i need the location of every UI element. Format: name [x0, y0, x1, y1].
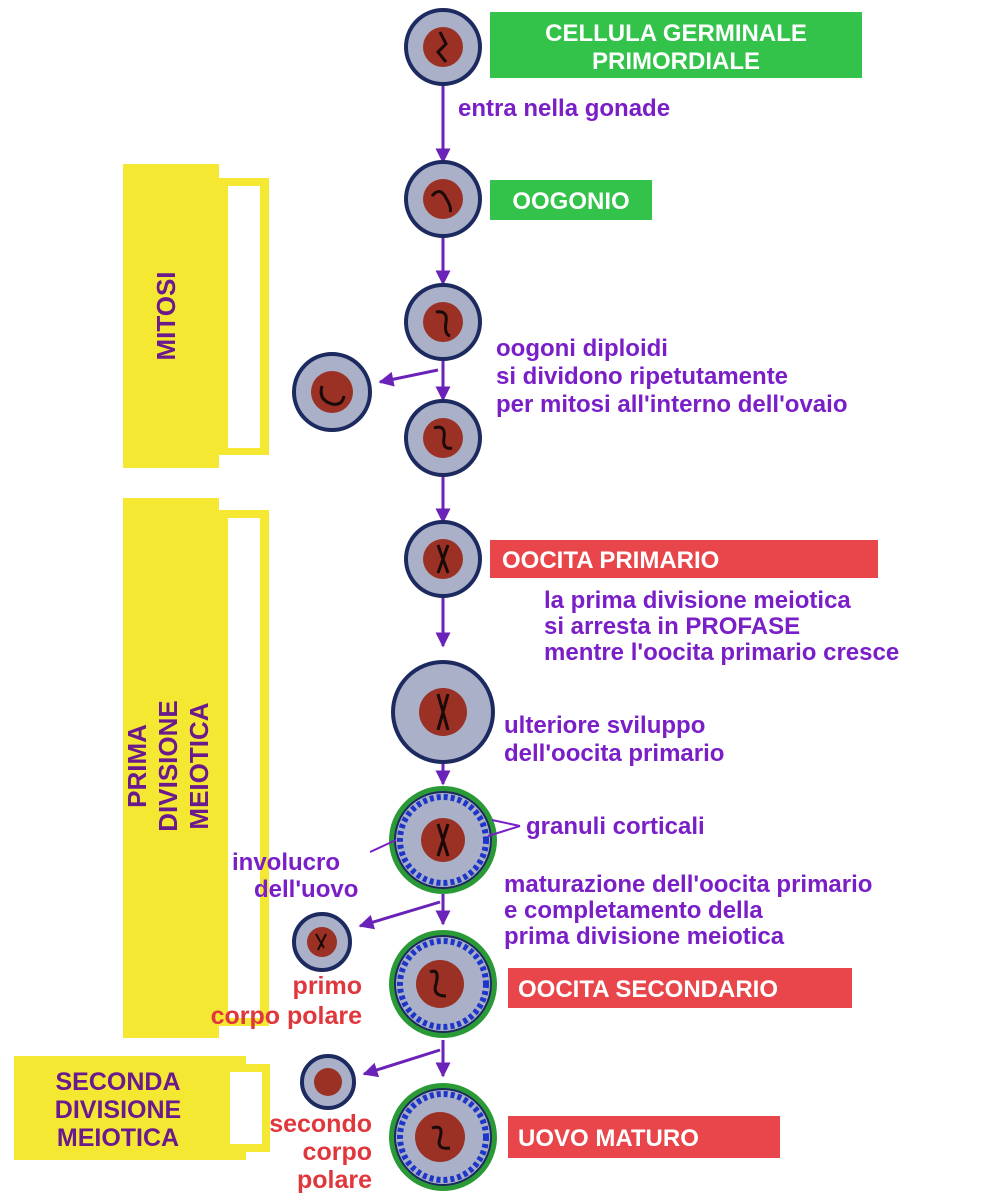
phase-mitosi: MITOSI	[123, 164, 269, 468]
annotation-maturazione-line2: e completamento della	[504, 897, 763, 924]
primo-corpo-line2: corpo polare	[211, 1002, 363, 1030]
annotations: entra nella gonade oogoni diploidi si di…	[232, 95, 899, 950]
annotation-oogoni-line1: oogoni diploidi	[496, 335, 668, 362]
cell-dividing-left	[294, 354, 370, 430]
annotation-sviluppo-line2: dell'oocita primario	[504, 740, 724, 767]
cell-oocita-primario-mature	[389, 786, 497, 894]
pointer-granuli-2	[492, 820, 520, 826]
cell-primo-corpo-polare	[294, 914, 350, 970]
annotation-oogoni-line3: per mitosi all'interno dell'ovaio	[496, 391, 847, 418]
uovo-maturo-label: UOVO MATURO	[518, 1125, 699, 1152]
arrow-to-secondo-corpo	[364, 1050, 440, 1074]
annotation-oogoni-line2: si dividono ripetutamente	[496, 363, 788, 390]
arrow-to-primo-corpo	[360, 902, 440, 926]
oocita-primario-label: OOCITA PRIMARIO	[502, 547, 719, 574]
stage-oogonio: OOGONIO	[490, 180, 652, 220]
annotation-sviluppo-line1: ulteriore sviluppo	[504, 712, 705, 739]
annotation-involucro-line2: dell'uovo	[254, 876, 358, 903]
cell-oocita-secondario	[389, 930, 497, 1038]
annotation-granuli: granuli corticali	[526, 813, 705, 840]
stage-oocita-primario: OOCITA PRIMARIO	[490, 540, 878, 578]
annotation-maturazione-line1: maturazione dell'oocita primario	[504, 871, 872, 898]
primo-corpo-line1: primo	[293, 972, 362, 1000]
annotation-arresto-line1: la prima divisione meiotica	[544, 587, 851, 614]
stage-oocita-secondario: OOCITA SECONDARIO	[508, 968, 852, 1008]
cell-dividing-bottom	[406, 401, 480, 475]
cell-primordial	[406, 10, 480, 84]
seconda-label-line3: MEIOTICA	[57, 1124, 179, 1152]
prima-label-line3: MEIOTICA	[184, 702, 214, 829]
stage-primordial: CELLULA GERMINALE PRIMORDIALE	[490, 12, 862, 78]
cell-dividing-top	[406, 285, 480, 359]
phase-prima-divisione: PRIMA DIVISIONE MEIOTICA	[122, 498, 269, 1038]
annotation-involucro-line1: involucro	[232, 849, 340, 876]
annotation-maturazione-line3: prima divisione meiotica	[504, 923, 785, 950]
cell-oogonio	[406, 162, 480, 236]
prima-label-line2: DIVISIONE	[153, 700, 183, 831]
oocita-secondario-label: OOCITA SECONDARIO	[518, 976, 778, 1003]
seconda-label-line2: DIVISIONE	[55, 1096, 181, 1124]
oogonio-label: OOGONIO	[512, 188, 629, 215]
cell-secondo-corpo-polare	[302, 1056, 354, 1108]
phase-seconda-divisione: SECONDA DIVISIONE MEIOTICA	[14, 1056, 270, 1160]
arrow-dividing-left	[380, 370, 438, 382]
annotation-arresto-line3: mentre l'oocita primario cresce	[544, 639, 899, 666]
prima-label-line1: PRIMA	[122, 724, 152, 808]
cell-uovo-maturo	[389, 1083, 497, 1191]
cell-oocita-primario-growing	[393, 662, 493, 762]
cell-oocita-primario	[406, 522, 480, 596]
annotation-entra: entra nella gonade	[458, 95, 670, 122]
secondo-corpo-line3: polare	[297, 1166, 372, 1194]
annotation-arresto-line2: si arresta in PROFASE	[544, 613, 800, 640]
mitosi-label: MITOSI	[151, 271, 181, 360]
primordial-label-line2: PRIMORDIALE	[592, 48, 760, 75]
seconda-label-line1: SECONDA	[55, 1068, 180, 1096]
primordial-label-line1: CELLULA GERMINALE	[545, 20, 807, 47]
secondo-corpo-line1: secondo	[269, 1110, 372, 1138]
secondo-corpo-line2: corpo	[303, 1138, 372, 1166]
stage-uovo-maturo: UOVO MATURO	[508, 1116, 780, 1158]
